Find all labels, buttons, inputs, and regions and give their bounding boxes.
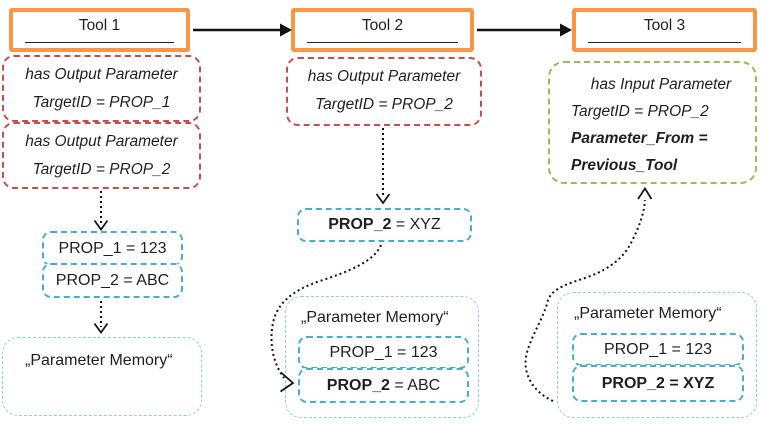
- col3-memory-prop1-box: PROP_1 = 123: [572, 333, 744, 366]
- prop-value: PROP_1 = 123: [603, 340, 713, 358]
- input-param-line: Previous_Tool: [571, 157, 678, 174]
- input-param-line: has Input Parameter: [590, 76, 732, 93]
- tool-3-underline: [588, 42, 741, 43]
- tool-1-node: Tool 1: [9, 8, 190, 52]
- tool1-output-param-prop2-box: has Output Parameter TargetID = PROP_2: [2, 122, 201, 189]
- prop-name: PROP_2: [326, 376, 390, 394]
- tool3-input-param-box: has Input Parameter TargetID = PROP_2 Pa…: [548, 61, 757, 184]
- tool-3-node: Tool 3: [572, 8, 757, 52]
- arrow-tool2-to-tool3: [477, 23, 572, 37]
- parameter-memory-col1: „Parameter Memory“: [2, 337, 202, 416]
- parameter-memory-label: „Parameter Memory“: [25, 352, 173, 369]
- tool-1-underline: [25, 42, 174, 43]
- tool-3-label: Tool 3: [643, 17, 686, 34]
- tool2-output-param-prop2-box: has Output Parameter TargetID = PROP_2: [286, 57, 482, 126]
- tool1-output-param-prop1-box: has Output Parameter TargetID = PROP_1: [2, 55, 201, 122]
- col2-memory-prop1-box: PROP_1 = 123: [298, 336, 469, 369]
- input-param-line: Parameter_From =: [571, 130, 708, 147]
- output-param-line: TargetID = PROP_2: [32, 161, 171, 178]
- col2-prop2-value-box: PROP_2 = XYZ: [297, 208, 472, 242]
- prop-value: PROP_2 = ABC: [55, 271, 170, 289]
- output-param-line: has Output Parameter: [25, 66, 178, 83]
- parameter-memory-label: „Parameter Memory“: [301, 309, 449, 326]
- tool-2-label: Tool 2: [361, 17, 404, 34]
- arrow-props-to-memory-col1: [93, 301, 109, 334]
- prop-value: PROP_1 = 123: [329, 343, 438, 361]
- output-param-line: TargetID = PROP_2: [315, 96, 453, 113]
- tool-1-label: Tool 1: [78, 17, 121, 34]
- prop-value: = ABC: [389, 376, 441, 394]
- parameter-memory-label: „Parameter Memory“: [574, 305, 722, 322]
- output-param-line: TargetID = PROP_1: [32, 94, 171, 111]
- arrow-tool1-to-tool2: [193, 23, 292, 37]
- col3-memory-prop2-box: PROP_2 = XYZ: [572, 365, 744, 402]
- col1-prop2-value-box: PROP_2 = ABC: [42, 263, 183, 298]
- tool-2-underline: [307, 42, 458, 43]
- prop-name: PROP_2: [328, 216, 392, 233]
- prop-name: PROP_2 = XYZ: [601, 374, 715, 392]
- output-param-line: has Output Parameter: [25, 133, 178, 150]
- prop-value: PROP_1 = 123: [58, 239, 167, 257]
- prop-value: = XYZ: [391, 216, 441, 233]
- col2-memory-prop2-box: PROP_2 = ABC: [298, 368, 469, 403]
- tool-2-node: Tool 2: [291, 8, 474, 52]
- output-param-line: has Output Parameter: [307, 68, 461, 85]
- arrow-output-to-prop-col2: [375, 128, 391, 205]
- col1-prop1-value-box: PROP_1 = 123: [42, 231, 183, 266]
- arrow-output-to-props-col1: [93, 191, 109, 231]
- input-param-line: TargetID = PROP_2: [571, 103, 709, 120]
